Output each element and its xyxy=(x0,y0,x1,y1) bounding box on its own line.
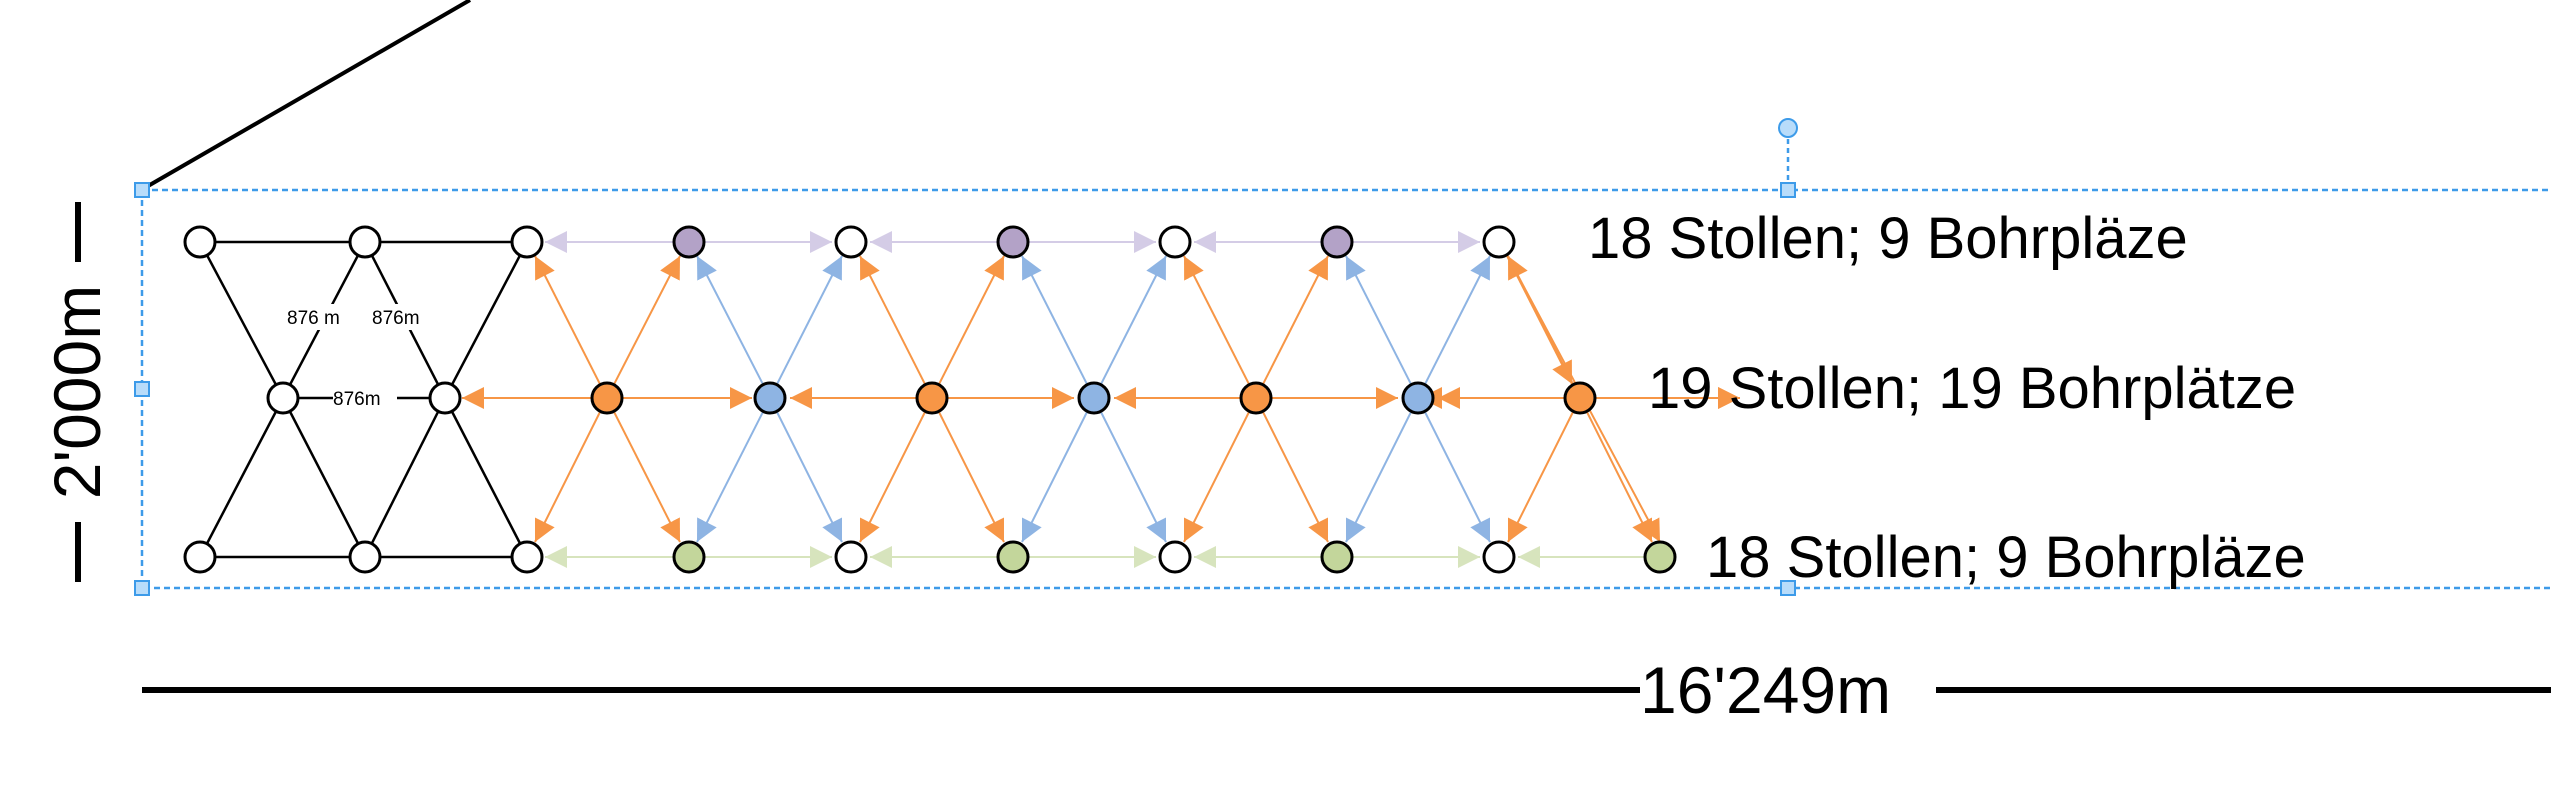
blue-diagonal-edges xyxy=(696,255,1491,543)
resize-handle-bottom-left[interactable] xyxy=(134,580,150,596)
height-dimension: 2'000m xyxy=(40,202,114,582)
height-dimension-label: 2'000m xyxy=(40,285,114,499)
selection-frame[interactable] xyxy=(134,118,2551,596)
edge-length-label-c: 876m xyxy=(333,389,381,410)
green-drill-site-nodes xyxy=(672,540,1677,574)
middle-row-label: 19 Stollen; 19 Bohrplätze xyxy=(1648,356,2296,421)
blue-drill-site-nodes xyxy=(753,381,1435,415)
resize-handle-bottom-middle[interactable] xyxy=(1780,580,1796,596)
purple-drill-site-nodes xyxy=(672,225,1354,259)
width-dimension-label: 16'249m xyxy=(1640,653,1891,727)
white-nodes xyxy=(183,225,1516,574)
rotation-handle[interactable] xyxy=(1778,118,1798,138)
selection-rectangle[interactable] xyxy=(140,188,2551,590)
edge-label-background xyxy=(282,304,444,330)
edge-length-label-b: 876m xyxy=(372,308,420,329)
black-tunnel-edges xyxy=(198,240,529,559)
resize-handle-middle-left[interactable] xyxy=(134,381,150,397)
bottom-row-label: 18 Stollen; 9 Bohrpläze xyxy=(1706,525,2306,590)
diagonal-connector-line xyxy=(146,0,472,188)
resize-handle-top-middle[interactable] xyxy=(1780,182,1796,198)
top-row-label: 18 Stollen; 9 Bohrpläze xyxy=(1588,206,2188,271)
orange-drill-site-nodes xyxy=(590,381,1597,415)
resize-handle-top-left[interactable] xyxy=(134,182,150,198)
edge-length-label-a: 876 m xyxy=(287,308,340,329)
